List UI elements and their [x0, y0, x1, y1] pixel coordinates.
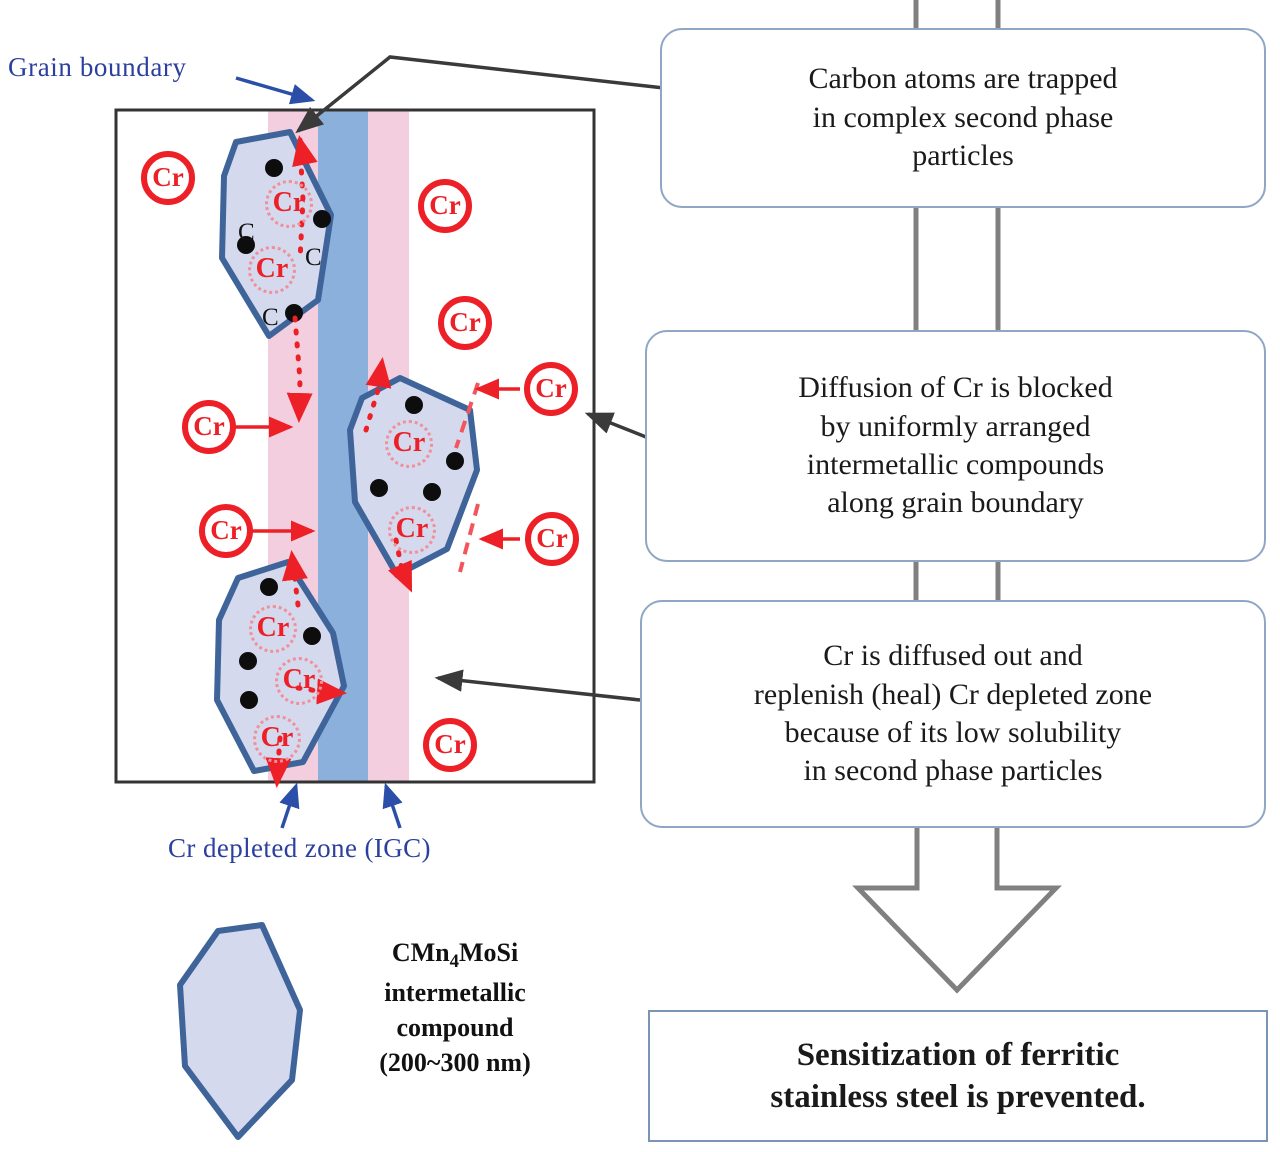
- frame-outline: [114, 108, 596, 784]
- barrier-upper: [454, 382, 480, 449]
- callout-diffusion-line-3: intermetallic compounds: [806, 448, 1105, 481]
- cr-trapped-label: Cr: [256, 612, 290, 643]
- cr-atom-token: Cr: [418, 179, 472, 233]
- diffusion-path-p2-up: [363, 357, 392, 433]
- cr-token-label: Cr: [536, 522, 568, 553]
- intermetallic-particle-middle: [347, 375, 480, 578]
- cr-trapped-label: Cr: [395, 513, 429, 544]
- cr-trapped-token: Cr: [275, 657, 323, 705]
- cr-trapped-label: Cr: [282, 664, 316, 695]
- cr-trapped-token: Cr: [388, 506, 436, 554]
- legend-formula: CMn4MoSi: [340, 935, 570, 975]
- cr-trapped-token: Cr: [249, 605, 297, 653]
- depleted-leader-left: [279, 782, 300, 829]
- blocked-diffusion-barriers: [454, 382, 480, 573]
- cr-atom-token: Cr: [525, 512, 579, 566]
- cr-atom-token: Cr: [141, 151, 195, 205]
- legend-line-4: (200~300 nm): [379, 1048, 531, 1078]
- carbon-letter: C: [262, 304, 279, 331]
- legend-line-2: intermetallic: [384, 977, 526, 1007]
- diffusion-path-p3-down: [265, 735, 292, 788]
- callout-diffusion-line-1: Diffusion of Cr is blocked: [798, 371, 1113, 405]
- cr-trapped-token: Cr: [385, 420, 433, 468]
- cr-atom-token: Cr: [199, 504, 253, 558]
- cr-trapped-label: Cr: [392, 427, 426, 458]
- cr-token-label: Cr: [535, 372, 567, 403]
- carbon-atom-dots-top: [237, 159, 331, 322]
- callout-leader-replenish: [434, 669, 641, 702]
- connector-carbon-to-diffusion: [913, 208, 1001, 330]
- barrier-lower: [458, 503, 480, 573]
- cr-trapped-label: Cr: [272, 187, 306, 218]
- connector-diffusion-to-replenish: [913, 562, 1001, 600]
- diffusion-path-p3-right: [295, 678, 347, 705]
- cr-token-label: Cr: [210, 514, 242, 545]
- cr-atom-token: Cr: [423, 718, 477, 772]
- cr-trapped-label: Cr: [255, 253, 289, 284]
- legend-caption: CMn4MoSi intermetallic compound (200~300…: [340, 935, 570, 1081]
- callout-replenish-line-1: Cr is diffused out and: [823, 639, 1083, 673]
- grain-boundary-leader: [235, 76, 316, 105]
- flow-connectors: [913, 0, 1001, 600]
- callout-carbon-line-3: particles: [912, 139, 1014, 173]
- cr-depleted-zone-leaders: [279, 782, 403, 829]
- connector-top-stub: [913, 0, 1001, 28]
- legend-particle-shape: [177, 922, 303, 1140]
- legend-formula-pre: CMn: [391, 938, 450, 967]
- result-down-arrow: [852, 828, 1062, 994]
- cr-token-label: Cr: [429, 189, 461, 220]
- cr-atom-token: Cr: [438, 296, 492, 350]
- depleted-leader-right: [382, 782, 403, 829]
- callout-replenish-line-2: replenish (heal) Cr depleted zone: [753, 677, 1153, 711]
- callout-diffusion-line-4: along grain boundary: [827, 486, 1084, 520]
- callout-box-carbon-trapped: Carbon atoms are trapped in complex seco…: [660, 28, 1266, 208]
- diffusion-path-p3-up: [282, 550, 308, 608]
- callout-carbon-line-1: Carbon atoms are trapped: [808, 62, 1118, 96]
- carbon-letter: C: [305, 244, 322, 271]
- callout-leader-diffusion: [584, 412, 647, 439]
- cr-token-label: Cr: [193, 410, 225, 441]
- legend-line-3: compound: [396, 1013, 514, 1042]
- carbon-letter: C: [238, 219, 255, 246]
- callout-box-cr-replenish: Cr is diffused out and replenish (heal) …: [640, 600, 1266, 828]
- conclusion-line-1: Sensitization of ferritic: [796, 1036, 1120, 1073]
- cr-trapped-token: Cr: [265, 180, 313, 228]
- callout-leader-carbon: [295, 55, 665, 134]
- conclusion-line-2: stainless steel is prevented.: [770, 1079, 1146, 1115]
- cr-trapped-token: Cr: [248, 246, 296, 294]
- callout-replenish-line-3: because of its low solubility: [784, 716, 1122, 749]
- callout-diffusion-line-2: by uniformly arranged: [820, 409, 1091, 443]
- grain-boundary-label: Grain boundary: [8, 52, 187, 82]
- callout-box-diffusion-blocked: Diffusion of Cr is blocked by uniformly …: [645, 330, 1266, 562]
- carbon-atom-dots-middle: [370, 396, 464, 501]
- callout-replenish-line-4: in second phase particles: [803, 754, 1103, 788]
- callout-carbon-line-2: in complex second phase: [812, 100, 1114, 134]
- conclusion-box-sensitization-prevented: Sensitization of ferritic stainless stee…: [648, 1010, 1268, 1142]
- carbon-atom-dots-bottom: [239, 578, 321, 709]
- cr-trapped-label: Cr: [260, 722, 294, 753]
- cr-atom-token: Cr: [524, 362, 578, 416]
- legend-formula-sub: 4: [449, 951, 459, 973]
- cr-depleted-zone-label: Cr depleted zone (IGC): [168, 833, 431, 863]
- cr-atom-token: Cr: [182, 400, 236, 454]
- cr-token-label: Cr: [434, 728, 466, 759]
- cr-token-label: Cr: [449, 306, 481, 337]
- legend-formula-post: MoSi: [458, 938, 519, 967]
- cr-token-label: Cr: [152, 161, 184, 192]
- callout-leaders: [295, 55, 665, 702]
- cr-trapped-token: Cr: [253, 715, 301, 763]
